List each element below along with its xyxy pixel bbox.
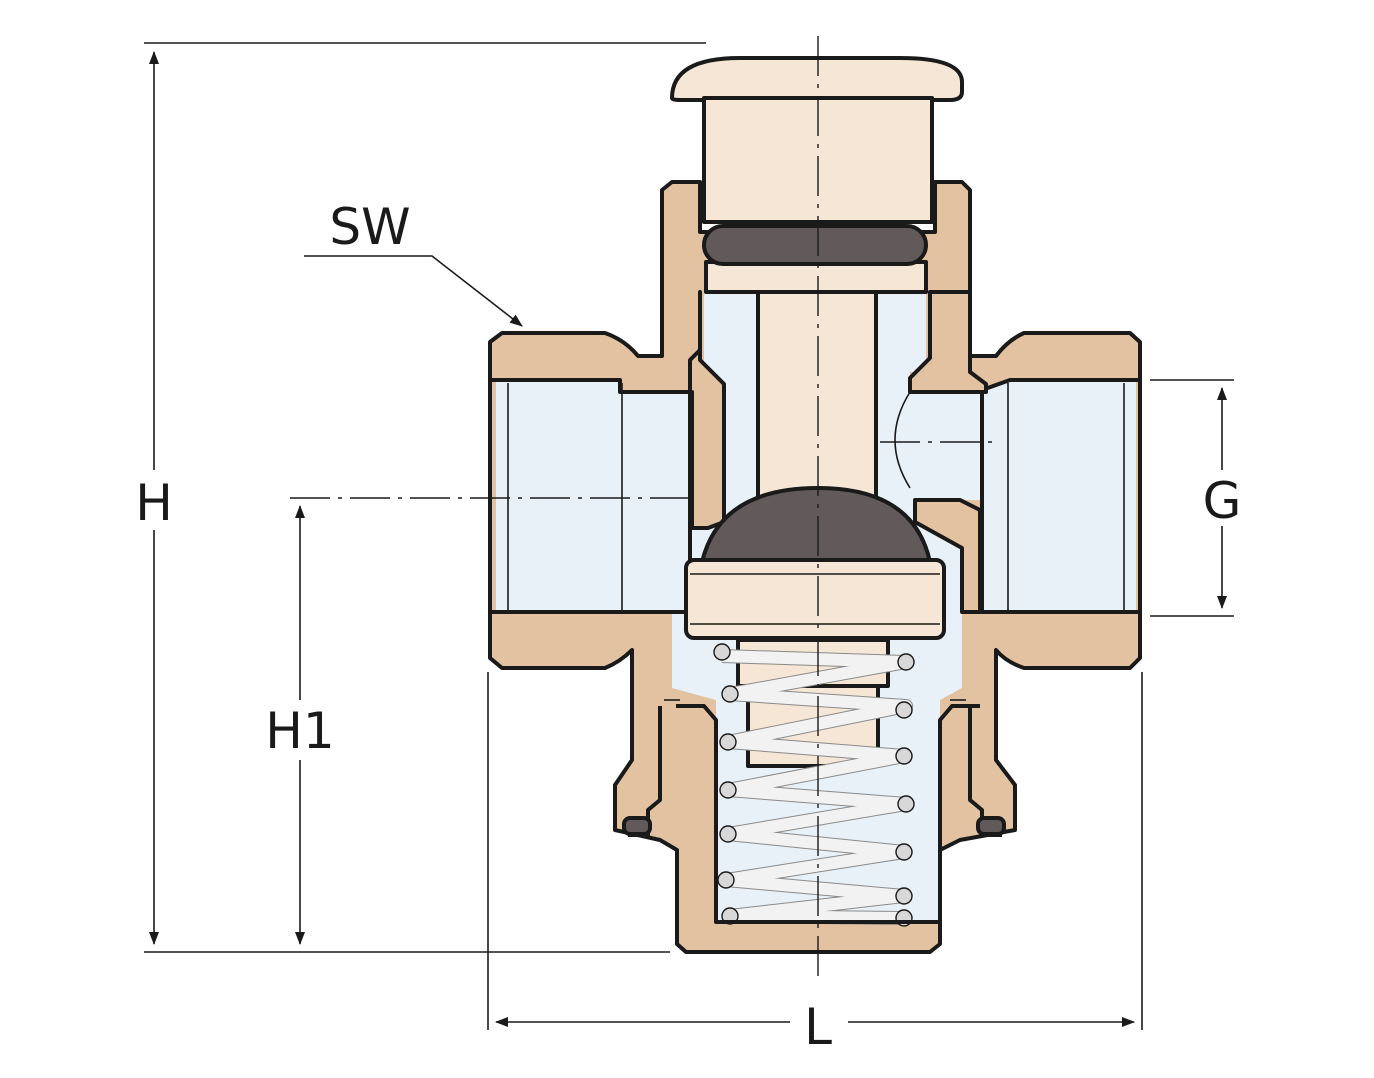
callout-sw-label: SW (329, 198, 410, 256)
push-cap (670, 56, 964, 514)
callout-sw (304, 255, 523, 327)
dimension-l-label: L (804, 998, 832, 1056)
center-lines (290, 36, 1000, 982)
dimension-h1-label: H1 (265, 702, 334, 760)
dimension-h (144, 42, 706, 953)
dimension-g (1150, 379, 1234, 617)
dimension-h-label: H (135, 474, 173, 532)
dimension-g-label: G (1203, 472, 1242, 530)
spring (713, 643, 915, 927)
dimension-l (487, 672, 1143, 1030)
inner-walls (688, 290, 988, 614)
lower-housing (622, 699, 1006, 924)
o-ring (702, 224, 928, 266)
